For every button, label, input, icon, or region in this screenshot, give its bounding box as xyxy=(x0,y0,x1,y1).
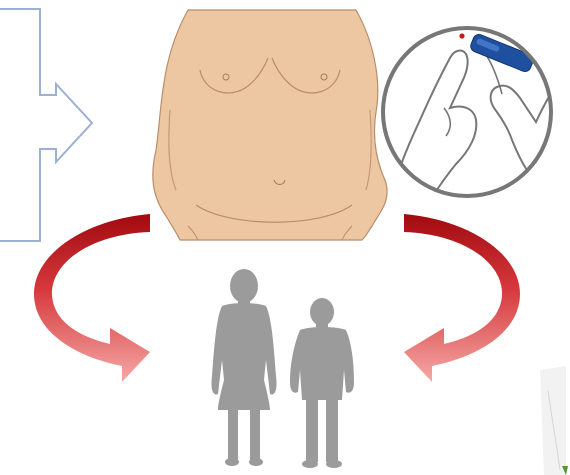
adult-woman-silhouette xyxy=(211,269,276,466)
child-boy-silhouette xyxy=(290,298,354,468)
corner-fragment xyxy=(540,366,568,475)
torso-figure xyxy=(153,10,387,240)
bracket-arrow xyxy=(0,9,92,241)
left-curved-arrow xyxy=(34,214,150,382)
right-curved-arrow xyxy=(404,214,520,382)
finger-prick-lancet-icon xyxy=(383,28,560,200)
